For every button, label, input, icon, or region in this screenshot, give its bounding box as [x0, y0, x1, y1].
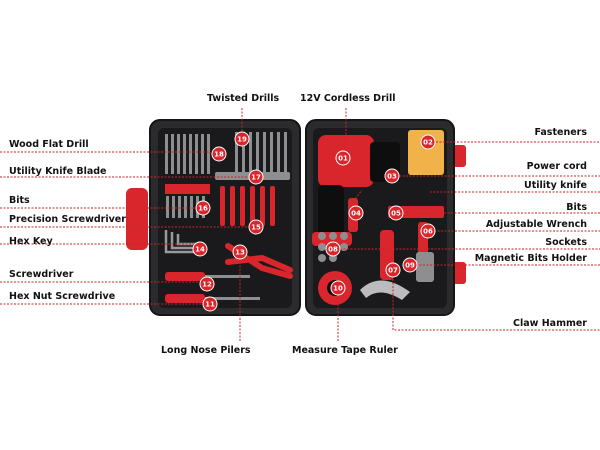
label-wood-flat-drill: Wood Flat Drill	[9, 139, 89, 150]
badge-09: 09	[402, 257, 418, 273]
badge-number-14: 14	[195, 246, 205, 254]
badge-number-19: 19	[237, 136, 247, 144]
badge-04: 04	[348, 205, 364, 221]
badge-number-11: 11	[205, 301, 215, 309]
label-twisted-drills: Twisted Drills	[207, 93, 280, 104]
badge-01: 01	[335, 150, 351, 166]
badge-number-05: 05	[391, 210, 401, 218]
badge-08: 08	[325, 241, 341, 257]
label-utility-knife: Utility knife	[524, 180, 587, 191]
badge-number-07: 07	[388, 267, 398, 275]
badge-number-01: 01	[338, 155, 348, 163]
precision-screwdrivers	[220, 186, 275, 226]
badge-number-12: 12	[202, 281, 212, 289]
badge-07: 07	[385, 262, 401, 278]
badge-02: 02	[420, 134, 436, 150]
badge-19: 19	[234, 131, 250, 147]
tool-drawings-left	[164, 132, 293, 303]
badge-12: 12	[199, 276, 215, 292]
label-cordless-drill: 12V Cordless Drill	[300, 93, 396, 104]
label-screwdriver: Screwdriver	[9, 269, 74, 280]
drill-bits-row	[165, 132, 287, 174]
badge-05: 05	[388, 205, 404, 221]
badge-10: 10	[330, 280, 346, 296]
number-badges: 01 02 03 04 05 06 07 08 09 10 11 12 13 1…	[192, 131, 436, 312]
badge-13: 13	[232, 244, 248, 260]
badge-number-03: 03	[387, 173, 397, 181]
label-bits-right: Bits	[566, 202, 587, 213]
label-hex-key: Hex Key	[9, 236, 53, 247]
badge-number-13: 13	[235, 249, 245, 257]
badge-18: 18	[211, 146, 227, 162]
badge-number-17: 17	[251, 174, 261, 182]
label-hex-nut-screwdriver: Hex Nut Screwdrive	[9, 291, 116, 302]
label-long-nose-pliers: Long Nose Pilers	[161, 345, 251, 356]
badge-15: 15	[248, 219, 264, 235]
label-utility-knife-blade: Utility Knife Blade	[9, 166, 107, 177]
label-measure-tape: Measure Tape Ruler	[292, 345, 398, 356]
label-power-cord: Power cord	[526, 161, 587, 172]
label-adjustable-wrench: Adjustable Wrench	[485, 219, 587, 230]
badge-11: 11	[202, 296, 218, 312]
badge-14: 14	[192, 241, 208, 257]
badge-number-16: 16	[198, 205, 208, 213]
label-precision-screwdriver: Precision Screwdriver	[9, 214, 126, 225]
badge-number-18: 18	[214, 151, 224, 159]
label-sockets: Sockets	[545, 237, 587, 248]
badge-03: 03	[384, 168, 400, 184]
screwdrivers	[165, 272, 260, 303]
label-claw-hammer: Claw Hammer	[512, 318, 587, 329]
badge-number-09: 09	[405, 262, 415, 270]
badge-number-02: 02	[423, 139, 433, 147]
left-handle	[126, 188, 148, 250]
badge-number-04: 04	[351, 210, 361, 218]
badge-number-10: 10	[333, 285, 343, 293]
label-magnetic-bits-holder: Magnetic Bits Holder	[474, 253, 587, 264]
badge-06: 06	[420, 223, 436, 239]
badge-number-15: 15	[251, 224, 261, 232]
label-bits-left: Bits	[9, 195, 30, 206]
label-fasteners: Fasteners	[534, 127, 587, 138]
badge-number-08: 08	[328, 246, 338, 254]
badge-16: 16	[195, 200, 211, 216]
badge-17: 17	[248, 169, 264, 185]
badge-number-06: 06	[423, 228, 433, 236]
